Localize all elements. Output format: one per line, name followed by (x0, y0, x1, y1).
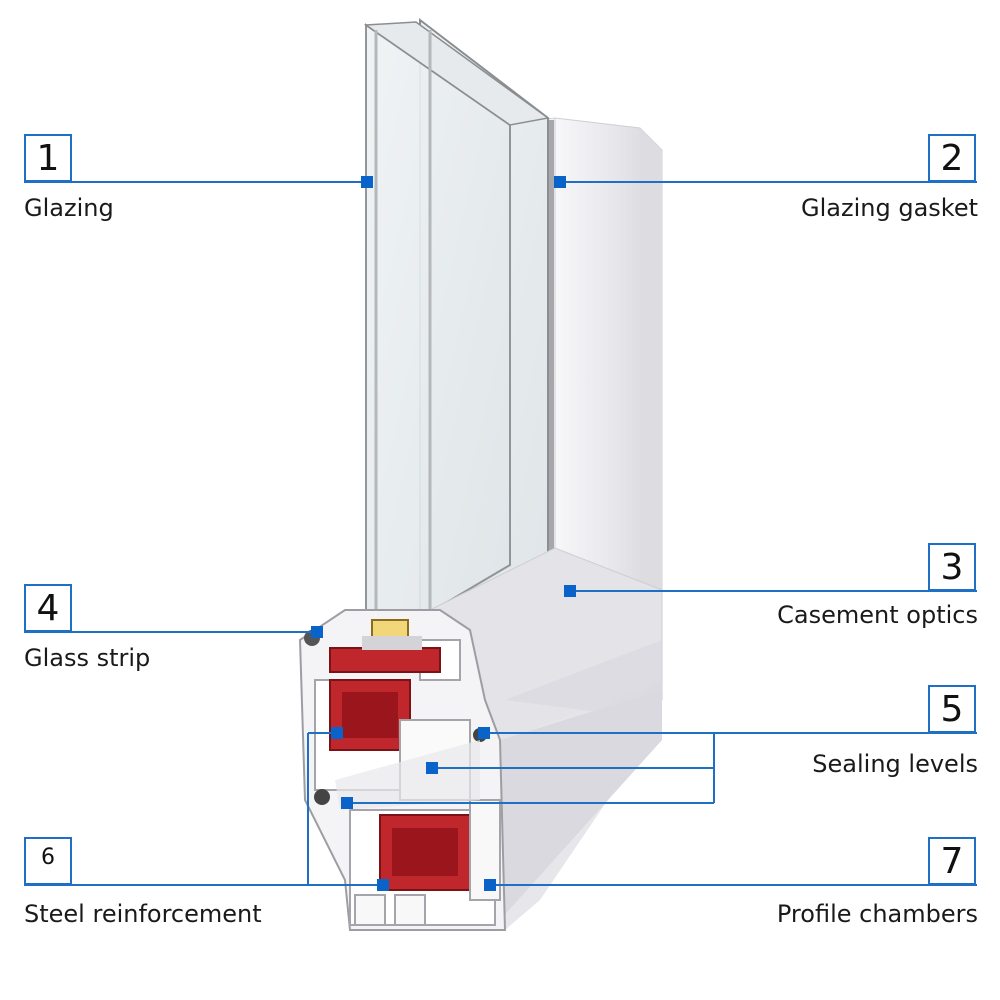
marker-sealing-2 (426, 762, 438, 774)
callout-label-profile-chambers: Profile chambers (776, 900, 978, 928)
callout-label-sealing-levels: Sealing levels (812, 750, 978, 778)
marker-glazing-gasket (554, 176, 566, 188)
marker-sealing-3 (341, 797, 353, 809)
callout-label-casement-optics: Casement optics (777, 601, 978, 629)
glazing-panes (363, 17, 550, 652)
callout-number-6: 6 (24, 837, 72, 885)
callout-label-glass-strip: Glass strip (24, 644, 151, 672)
profile-cross-section (298, 609, 507, 931)
callout-number-3: 3 (928, 543, 976, 591)
callout-label-glazing: Glazing (24, 194, 114, 222)
marker-glazing (361, 176, 373, 188)
marker-profile-chambers (484, 879, 496, 891)
leader-lines (24, 181, 977, 886)
callout-number-4: 4 (24, 584, 72, 632)
gasket-icon (314, 789, 330, 805)
marker-steel-lower (377, 879, 389, 891)
marker-sealing-1 (478, 727, 490, 739)
marker-steel-upper (331, 727, 343, 739)
callout-number-2: 2 (928, 134, 976, 182)
marker-casement-optics (564, 585, 576, 597)
point-markers (311, 176, 576, 891)
marker-glass-strip (311, 626, 323, 638)
callout-number-7: 7 (928, 837, 976, 885)
callout-label-steel-reinforcement: Steel reinforcement (24, 900, 262, 928)
callout-number-1: 1 (24, 134, 72, 182)
callout-label-glazing-gasket: Glazing gasket (801, 194, 978, 222)
callout-number-5: 5 (928, 685, 976, 733)
